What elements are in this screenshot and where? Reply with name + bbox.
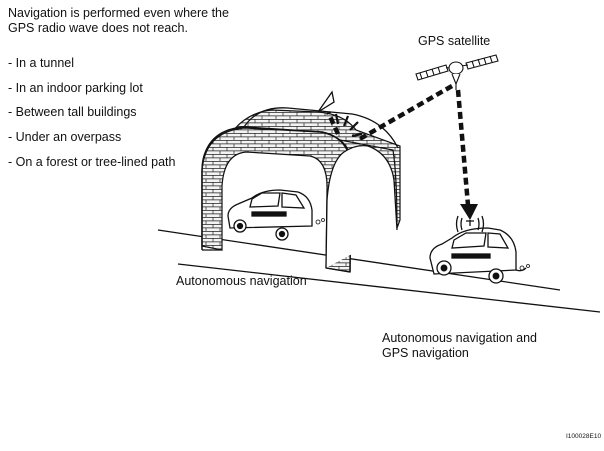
combined-line-1: Autonomous navigation and xyxy=(382,331,537,345)
signal-arrow-icon xyxy=(325,84,471,206)
satellite-icon xyxy=(415,54,499,90)
intro-line-2: GPS radio wave does not reach. xyxy=(8,21,188,35)
combined-navigation-label: Autonomous navigation and GPS navigation xyxy=(382,331,537,361)
intro-line-1: Navigation is performed even where the xyxy=(8,6,229,20)
figure-code: I100028E10 xyxy=(566,433,602,440)
antenna-signal-icon xyxy=(455,215,485,233)
road xyxy=(157,229,601,313)
tunnel-icon xyxy=(201,107,401,273)
car-icon xyxy=(429,220,527,284)
list-item: - On a forest or tree-lined path xyxy=(8,154,176,169)
reflection-rays xyxy=(334,113,363,138)
arrow-up-icon xyxy=(317,90,335,113)
autonomous-navigation-label: Autonomous navigation xyxy=(176,274,307,288)
combined-line-2: GPS navigation xyxy=(382,346,469,360)
list-item: - In a tunnel xyxy=(8,56,75,70)
list-item: - Between tall buildings xyxy=(8,105,137,120)
arrow-down-icon xyxy=(460,204,478,220)
car-icon xyxy=(227,189,313,241)
list-item: - Under an overpass xyxy=(8,130,122,145)
coverage-gap-list: - In a tunnel - In an indoor parking lot… xyxy=(8,56,175,179)
intro-text: Navigation is performed even where the G… xyxy=(8,6,229,36)
gps-satellite-label: GPS satellite xyxy=(418,34,491,48)
list-item: - In an indoor parking lot xyxy=(8,80,143,95)
